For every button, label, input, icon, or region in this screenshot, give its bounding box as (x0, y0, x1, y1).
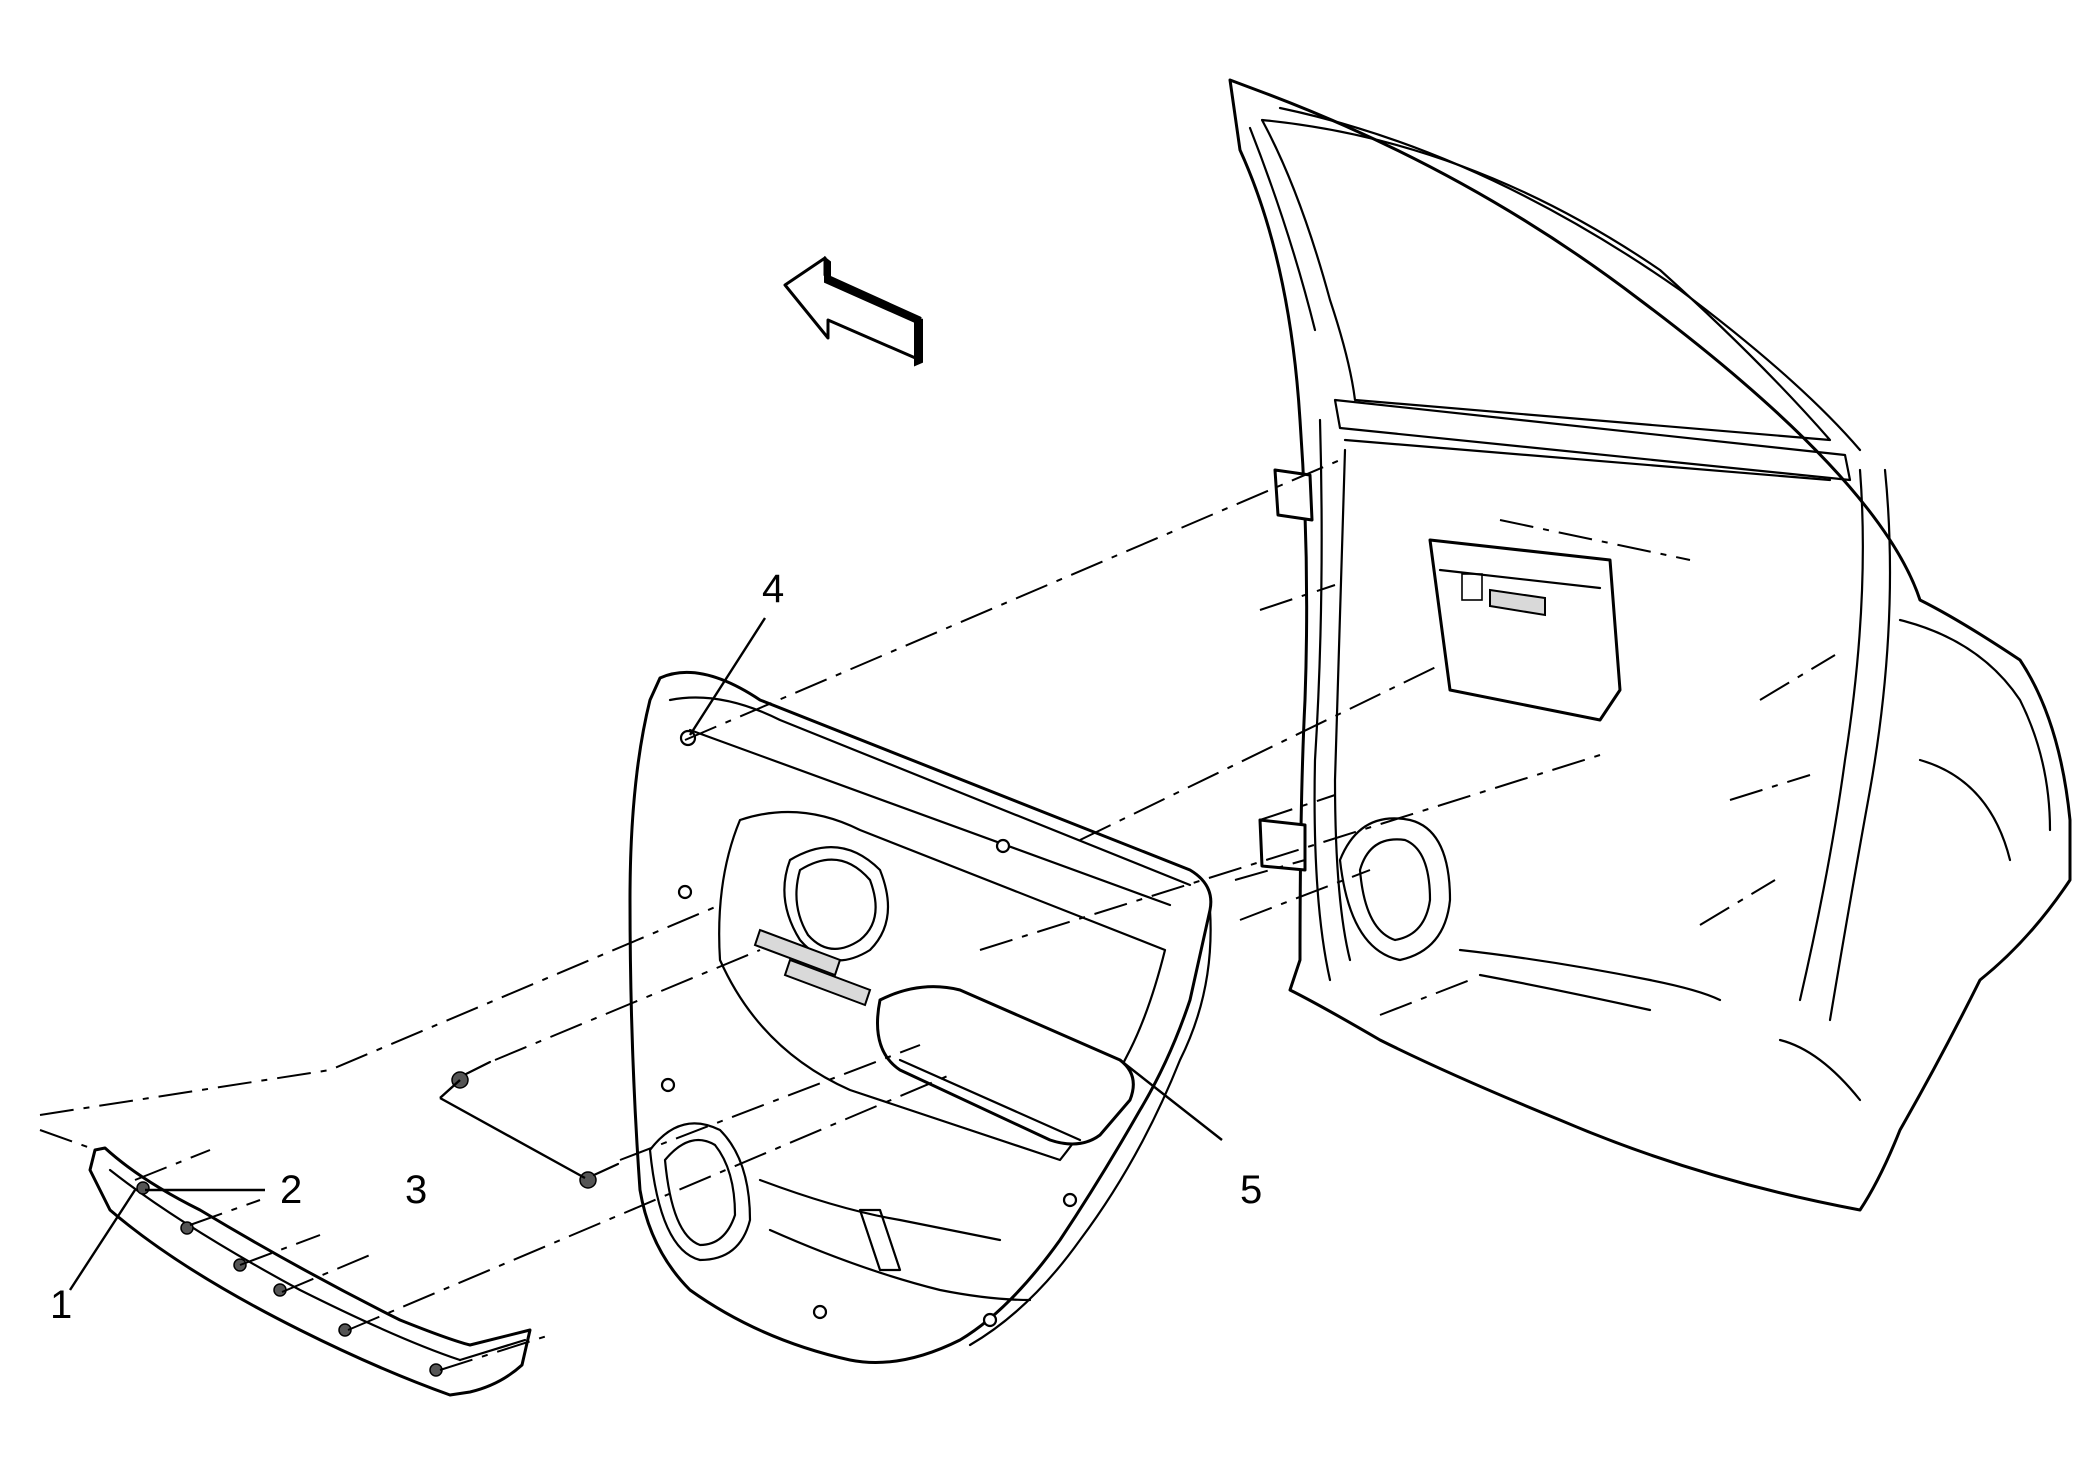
rear-door-frame (1228, 78, 2072, 1212)
callout-3: 3 (405, 1168, 427, 1212)
callout-1: 1 (50, 1283, 72, 1327)
screw-upper (451, 1060, 492, 1089)
callout-5: 5 (1240, 1168, 1262, 1212)
callout-labels: 1 2 3 4 5 (50, 567, 1262, 1327)
assembly-lines (39, 459, 1836, 1371)
front-direction-arrow-icon (783, 255, 923, 367)
callout-leaders (68, 617, 1223, 1291)
screw-lower (579, 1162, 620, 1189)
trim-strip (88, 1146, 532, 1397)
screws (451, 1060, 620, 1189)
door-trim-panel (628, 670, 1213, 1364)
callout-2: 2 (280, 1168, 302, 1212)
callout-4: 4 (762, 567, 784, 611)
